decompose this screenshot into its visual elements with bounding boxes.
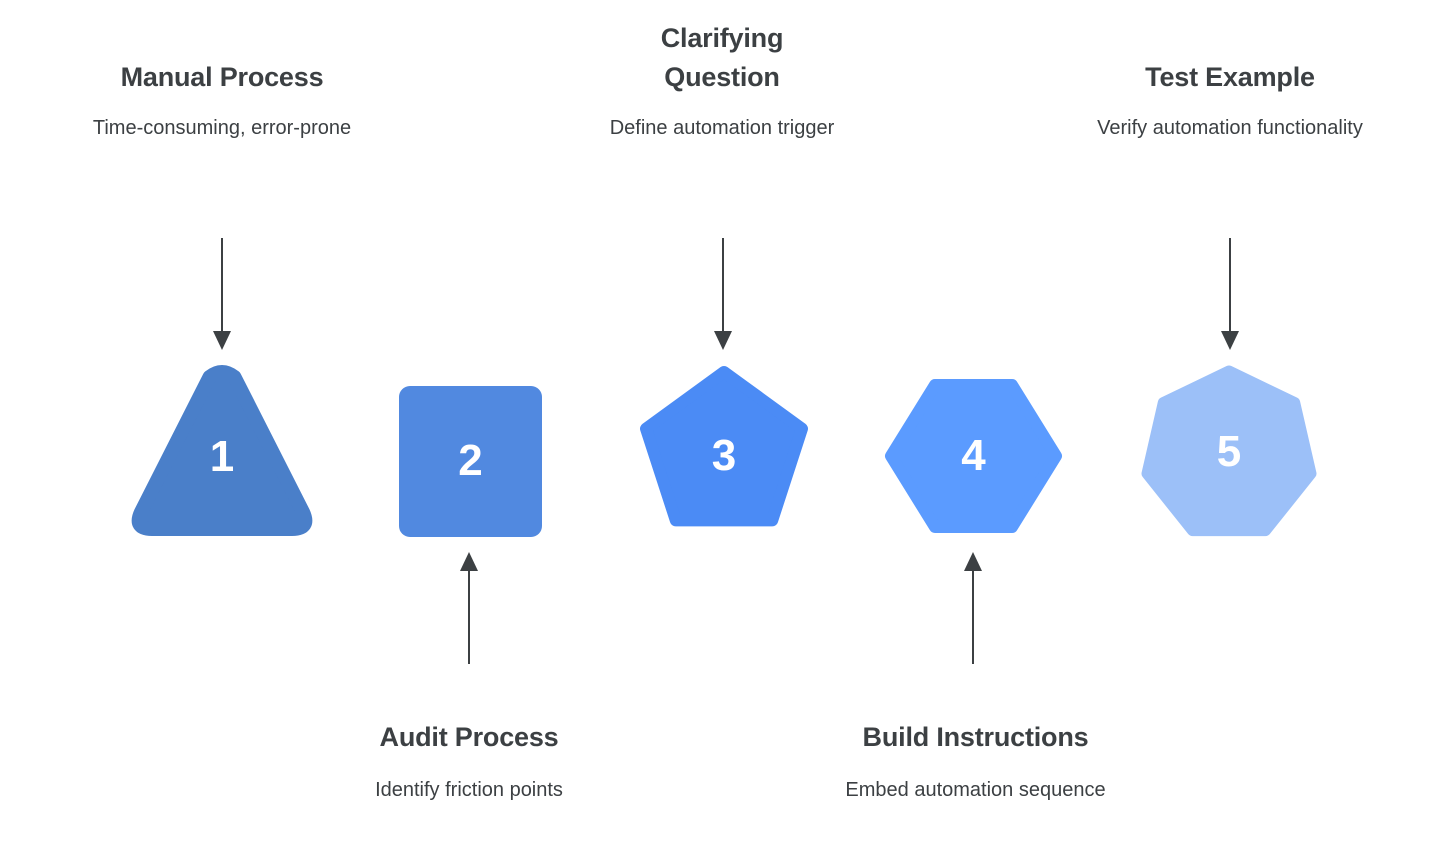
step-4-title: Build Instructions	[862, 722, 1089, 752]
step-3-number: 3	[711, 431, 737, 480]
step-1-number: 1	[209, 432, 235, 481]
step-2-label: Audit Process Identify friction points	[309, 718, 629, 806]
step-1-arrow-down	[206, 238, 238, 352]
step-5-arrow-down	[1214, 238, 1246, 352]
step-1-label: Manual Process Time-consuming, error-pro…	[62, 58, 382, 144]
step-5-label: Test Example Verify automation functiona…	[1070, 58, 1390, 144]
step-3-description: Define automation trigger	[609, 117, 835, 139]
step-3-title: Clarifying Question	[660, 23, 784, 92]
step-2-shape-square[interactable]: 2	[398, 385, 543, 538]
step-3-shape-pentagon[interactable]: 3	[640, 366, 808, 532]
step-1-shape-triangle[interactable]: 1	[131, 365, 313, 537]
step-4-label: Build Instructions Embed automation sequ…	[813, 718, 1138, 806]
step-4-number: 4	[961, 431, 986, 480]
step-5-number: 5	[1216, 427, 1242, 476]
step-5-description: Verify automation functionality	[1097, 117, 1363, 139]
step-2-title: Audit Process	[379, 722, 559, 752]
step-5-title: Test Example	[1145, 62, 1315, 92]
step-4-arrow-up	[957, 550, 989, 664]
step-2-number: 2	[458, 436, 483, 485]
step-5-shape-heptagon[interactable]: 5	[1141, 365, 1317, 539]
step-3-arrow-down	[707, 238, 739, 352]
step-1-description: Time-consuming, error-prone	[92, 117, 352, 139]
step-2-arrow-up	[453, 550, 485, 664]
step-4-description: Embed automation sequence	[845, 779, 1106, 801]
step-3-label: Clarifying Question Define automation tr…	[602, 19, 842, 144]
step-4-shape-hexagon[interactable]: 4	[885, 379, 1062, 533]
step-2-description: Identify friction points	[375, 779, 563, 801]
step-1-title: Manual Process	[120, 62, 324, 92]
